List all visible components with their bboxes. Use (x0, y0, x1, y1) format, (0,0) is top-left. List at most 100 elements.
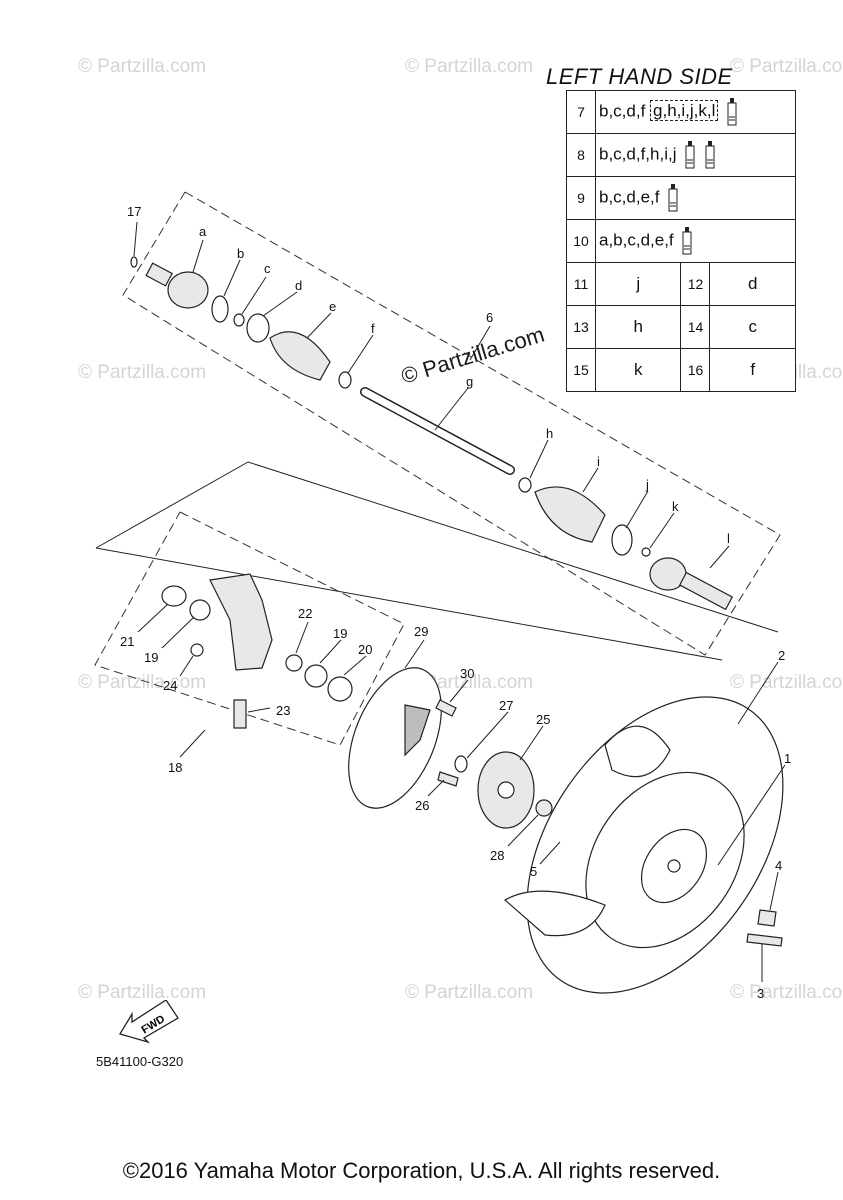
kit-number: 7 (566, 90, 596, 134)
leader-lines (133, 221, 786, 982)
kit-parts-text: b,c,d,f,h,i,j (599, 144, 677, 164)
callout-2: 2 (778, 648, 785, 663)
pair-row: 13 h 14 c (566, 305, 796, 349)
watermark: © Partzilla.com (78, 362, 206, 383)
band-f (338, 371, 352, 389)
oil-seal-21 (161, 585, 187, 607)
boot-i (534, 486, 606, 543)
o-ring-27 (454, 755, 468, 773)
pair-row: 11 j 12 d (566, 262, 796, 306)
circlip-b (211, 295, 229, 323)
callout-22: 22 (298, 606, 312, 621)
callout-29: 29 (414, 624, 428, 639)
watermark: © Partzilla.com (405, 56, 533, 77)
ball-joint-23 (233, 699, 247, 729)
grease-tube-icon (705, 141, 715, 169)
callout-i: i (597, 454, 600, 469)
callout-24: 24 (163, 678, 177, 693)
callout-d: d (295, 278, 302, 293)
kit-number: 13 (566, 305, 596, 349)
circlip-17 (130, 256, 138, 268)
stud-bolt-26 (437, 771, 459, 787)
kit-number: 8 (566, 133, 596, 177)
callout-1: 1 (784, 751, 791, 766)
callout-b: b (237, 246, 244, 261)
callout-3: 3 (757, 986, 764, 1001)
air-valve-3 (746, 933, 783, 947)
callout-j: j (645, 477, 649, 492)
kit-letter: f (709, 348, 796, 392)
callout-30: 30 (460, 666, 474, 681)
callout-5: 5 (530, 864, 537, 879)
collar-22 (285, 654, 303, 672)
watermark: © Partzilla.com (730, 982, 843, 1003)
outer-joint-a (167, 271, 209, 309)
watermark: © Partzilla.com (730, 56, 843, 77)
callouts: 17 a b c d e f 6 g h i j k l 21 19 24 23… (120, 204, 791, 1001)
callout-18: 18 (168, 760, 182, 775)
grease-tube-icon (685, 141, 695, 169)
driveshaft-parts (130, 256, 734, 611)
watermark: © Partzilla.com (78, 982, 206, 1003)
watermark: © Partzilla.com (730, 672, 843, 693)
callout-21: 21 (120, 634, 134, 649)
kit-number: 16 (680, 348, 711, 392)
kit-row: 7 b,c,d,f g,h,i,j,k,l (566, 90, 796, 134)
forward-arrow-icon: FWD (119, 1000, 179, 1044)
driveshaft-assembly-box (122, 191, 781, 656)
grease-tube-icon (727, 98, 737, 126)
callout-17: 17 (127, 204, 141, 219)
pair-row: 15 k 16 f (566, 348, 796, 392)
callout-h: h (546, 426, 553, 441)
callout-19b: 19 (333, 626, 347, 641)
brake-disc-29 (348, 667, 442, 809)
kit-parts: b,c,d,f,h,i,j (595, 133, 796, 177)
band-j (611, 524, 633, 556)
watermark: © Partzilla.com (78, 56, 206, 77)
outer-joint-shaft (145, 262, 173, 287)
kit-parts-text: b,c,d,e,f (599, 187, 660, 207)
left-hand-side-title: LEFT HAND SIDE (546, 64, 733, 89)
wheel-window-upper (604, 725, 671, 778)
kit-letter: d (709, 262, 796, 306)
callout-6: 6 (486, 310, 493, 325)
kit-number: 12 (680, 262, 711, 306)
bearing-19 (189, 599, 211, 621)
inner-joint-shaft (678, 571, 734, 611)
steering-knuckle (209, 573, 273, 671)
drawing-code: 5B41100-G320 (96, 1054, 184, 1069)
kit-parts-text: a,b,c,d,e,f (599, 230, 674, 250)
bolt-30 (435, 699, 457, 717)
band-h (518, 477, 532, 493)
kit-parts-text: b,c,d,f (599, 101, 646, 121)
callout-k: k (672, 499, 679, 514)
callout-l: l (727, 531, 730, 546)
circlip-k (641, 547, 651, 557)
circlip-24 (190, 643, 204, 657)
callout-25: 25 (536, 712, 550, 727)
callout-20: 20 (358, 642, 372, 657)
kit-number: 9 (566, 176, 596, 220)
callout-c: c (264, 261, 271, 276)
grease-tube-icon (682, 227, 692, 255)
grease-tube-icon (668, 184, 678, 212)
oil-seal-20 (327, 676, 353, 702)
bearing-19b (304, 664, 328, 688)
callout-e: e (329, 299, 336, 314)
knuckle-parts (161, 573, 353, 729)
kit-row: 10 a,b,c,d,e,f (566, 219, 796, 263)
band-d (246, 313, 270, 343)
kit-number: 14 (680, 305, 711, 349)
kit-parts: b,c,d,f g,h,i,j,k,l (595, 90, 796, 134)
watermark: © Partzilla.com (405, 982, 533, 1003)
nut-28 (535, 799, 553, 817)
kit-letter: h (594, 305, 682, 349)
callout-g: g (466, 374, 473, 389)
callout-a: a (199, 224, 207, 239)
kit-letter: c (709, 305, 796, 349)
kit-parts-boxed: g,h,i,j,k,l (650, 100, 719, 122)
watermark: © Partzilla.com (78, 672, 206, 693)
callout-26: 26 (415, 798, 429, 813)
kit-letter: j (594, 262, 682, 306)
